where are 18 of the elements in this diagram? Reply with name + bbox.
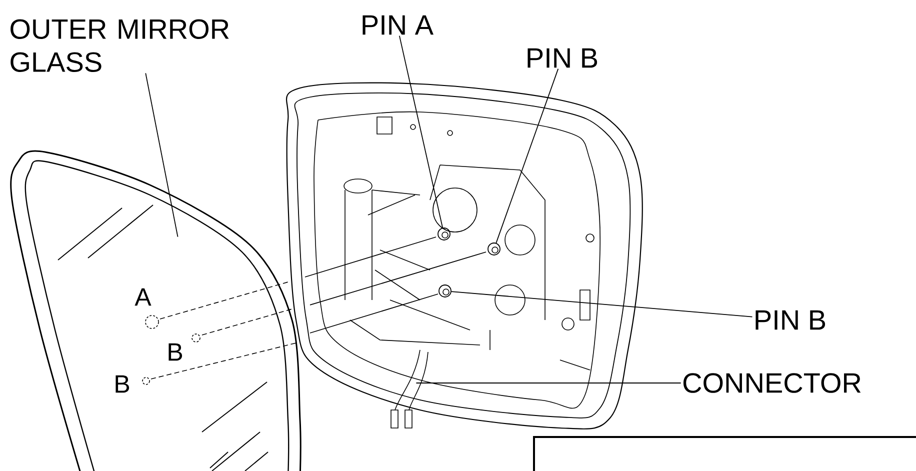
hole-label: A: [134, 288, 152, 306]
leader-line: [145, 72, 178, 238]
hole-label: B: [168, 343, 182, 361]
leader-line: [399, 35, 444, 228]
pin-end: [438, 228, 450, 240]
callout-label: CONNECTOR: [683, 373, 861, 393]
callout-label: PIN A: [362, 15, 434, 35]
callout-label: PIN B: [756, 310, 826, 330]
mirror-glass-drawing: [10, 150, 302, 471]
callout-label: OUTER MIRROR GLASS: [10, 19, 229, 72]
pin-end: [438, 284, 452, 298]
callout-label: PIN B: [528, 48, 598, 68]
hole-label: B: [116, 375, 130, 393]
pin-end: [488, 242, 500, 256]
wire-connector-drawing: [390, 350, 428, 428]
leader-line: [416, 382, 682, 384]
leader-line: [450, 291, 753, 318]
leader-line: [496, 68, 559, 244]
